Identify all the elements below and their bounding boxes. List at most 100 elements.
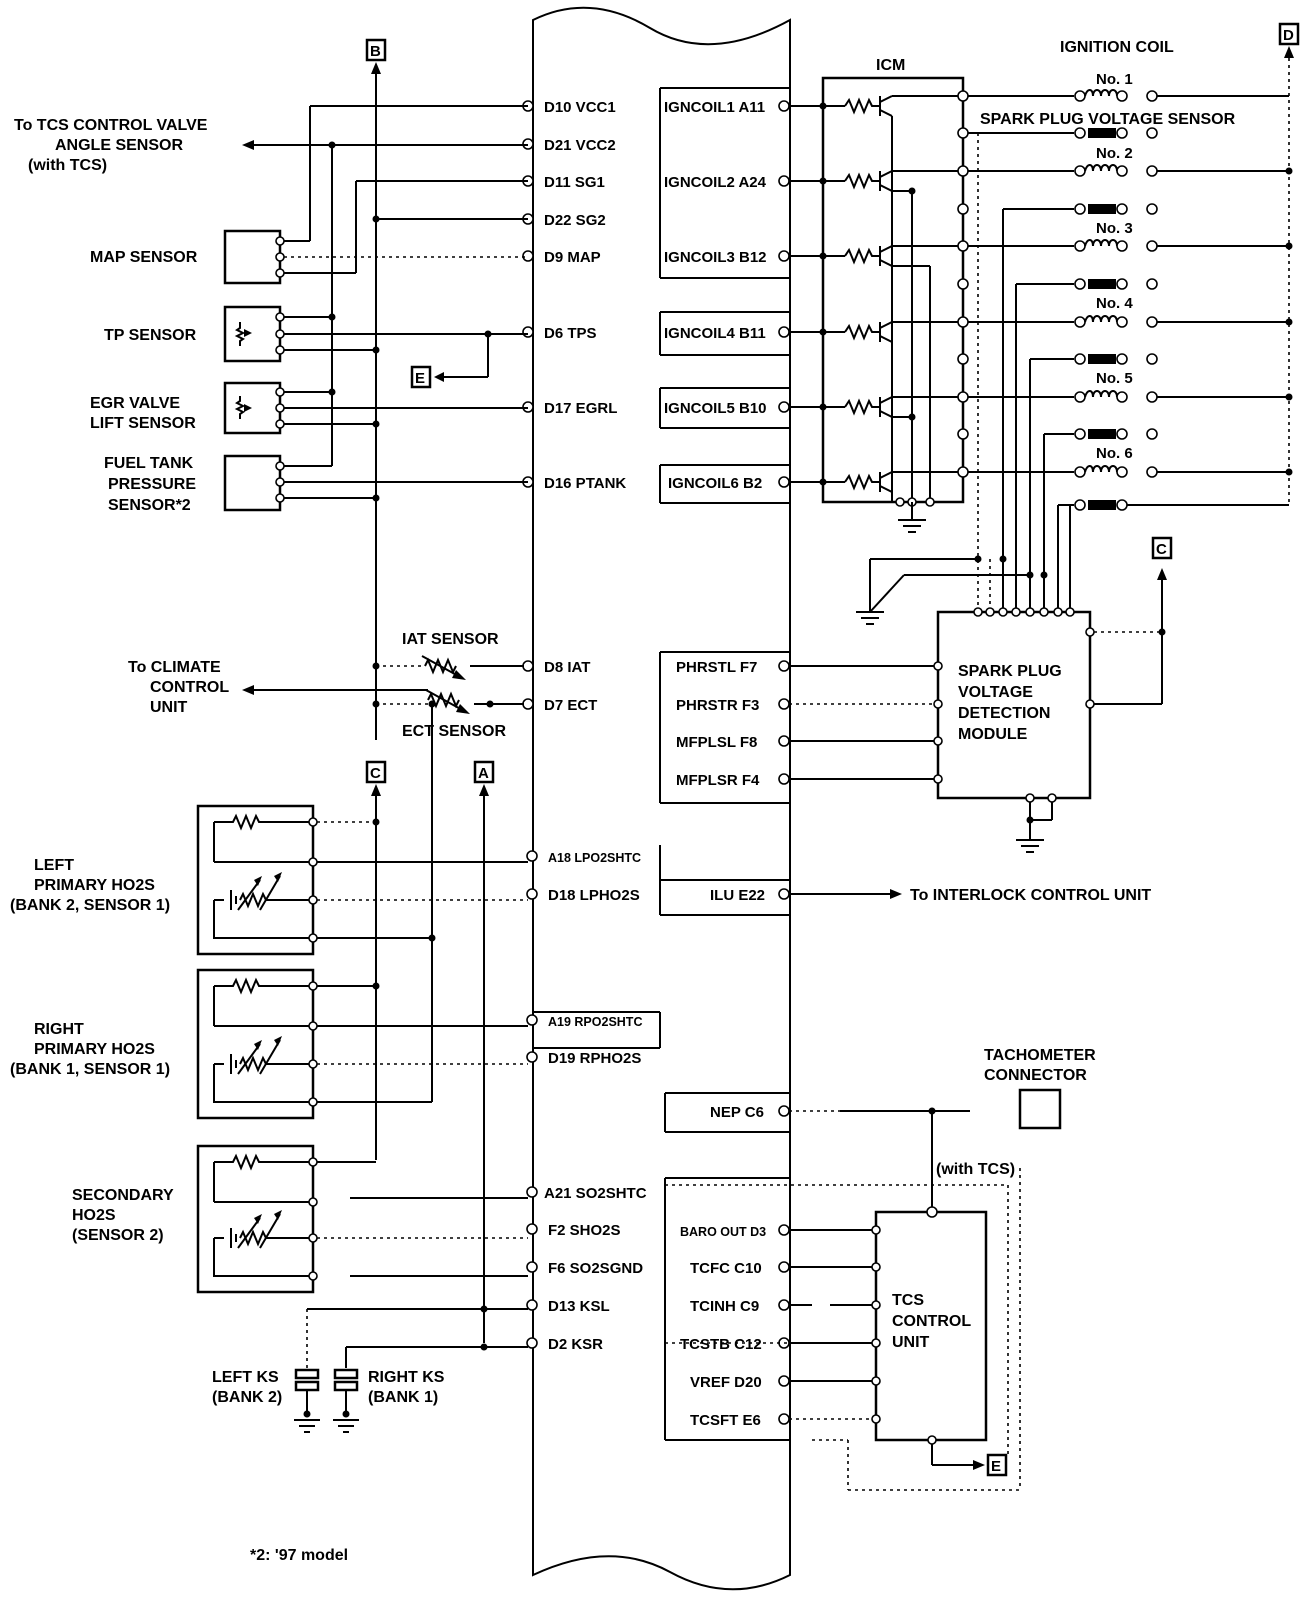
tcs-valve-destination: To TCS CONTROL VALVE ANGLE SENSOR (with … — [14, 117, 208, 174]
pin-d10: D10 VCC1 — [544, 99, 616, 116]
pin-d17: D17 EGRL — [544, 400, 617, 417]
left-ks-symbol — [294, 1368, 320, 1380]
ecm-right-table — [533, 87, 790, 1441]
module-top-terminals — [973, 607, 1075, 617]
tcs-control-unit-box — [874, 1210, 988, 1442]
svg-text:To TCS CONTROL VALVE: To TCS CONTROL VALVE — [14, 117, 208, 134]
ref-a-box — [473, 760, 495, 784]
coil-5-label: No. 5 — [1096, 370, 1133, 387]
map-sensor-label: MAP SENSOR — [90, 249, 198, 266]
ref-b-label: B — [370, 43, 381, 60]
left-ks-label: LEFT KS (BANK 2) — [212, 1369, 282, 1406]
svg-text:CONTROL: CONTROL — [892, 1313, 971, 1330]
ecm-left-pins: D10 VCC1 D21 VCC2 D11 SG1 D22 SG2 D9 MAP… — [544, 99, 647, 1353]
pin-d11: D11 SG1 — [544, 174, 605, 191]
tcs-control-unit-label: TCS CONTROL UNIT — [892, 1292, 971, 1351]
svg-text:UNIT: UNIT — [150, 699, 188, 716]
ref-c-right-box — [1151, 536, 1173, 560]
ecm-right-pins: IGNCOIL1 A11 IGNCOIL2 A24 IGNCOIL3 B12 I… — [664, 99, 767, 1429]
svg-text:PRIMARY HO2S: PRIMARY HO2S — [34, 877, 155, 894]
pin-e6: TCSFT E6 — [690, 1412, 761, 1429]
ftp-sensor-label-3: SENSOR*2 — [108, 497, 191, 514]
svg-text:SECONDARY: SECONDARY — [72, 1187, 174, 1204]
tp-sensor-box — [223, 305, 282, 363]
ref-d-box — [1278, 22, 1300, 46]
ref-e-bottom-box — [986, 1453, 1008, 1477]
svg-text:TACHOMETER: TACHOMETER — [984, 1047, 1096, 1064]
pin-a19: A19 RPO2SHTC — [548, 1015, 642, 1029]
pin-b10: IGNCOIL5 B10 — [664, 400, 767, 417]
pin-c6: NEP C6 — [710, 1104, 764, 1121]
svg-text:HO2S: HO2S — [72, 1207, 116, 1224]
ref-e-box — [410, 365, 432, 389]
pin-f6: F6 SO2SGND — [548, 1260, 643, 1277]
coil-3-label: No. 3 — [1096, 220, 1133, 237]
module-label-4: MODULE — [958, 726, 1028, 743]
egr-sensor-box — [223, 381, 282, 435]
pin-b12: IGNCOIL3 B12 — [664, 249, 767, 266]
ref-e-bottom-label: E — [991, 1458, 1001, 1475]
pin-b11: IGNCOIL4 B11 — [664, 325, 766, 342]
pin-d2: D2 KSR — [548, 1336, 603, 1353]
svg-text:(BANK 1): (BANK 1) — [368, 1389, 438, 1406]
ref-c-left-box — [365, 760, 387, 784]
iat-sensor-label: IAT SENSOR — [402, 631, 499, 648]
pin-d6: D6 TPS — [544, 325, 597, 342]
icm-label: ICM — [876, 57, 905, 74]
tp-sensor-label: TP SENSOR — [104, 327, 197, 344]
svg-text:(BANK 1, SENSOR 1): (BANK 1, SENSOR 1) — [10, 1061, 170, 1078]
climate-destination: To CLIMATE CONTROL UNIT — [128, 659, 229, 716]
coil-1-label: No. 1 — [1096, 71, 1133, 88]
svg-text:To CLIMATE: To CLIMATE — [128, 659, 221, 676]
svg-text:TCS: TCS — [892, 1292, 924, 1309]
svg-text:CONNECTOR: CONNECTOR — [984, 1067, 1087, 1084]
pin-d9: D9 MAP — [544, 249, 601, 266]
egr-sensor-label-1: EGR VALVE — [90, 395, 180, 412]
pin-b2: IGNCOIL6 B2 — [668, 475, 762, 492]
right-ks-label: RIGHT KS (BANK 1) — [368, 1369, 445, 1406]
ref-d-label: D — [1283, 27, 1294, 44]
ecm-left-terminals — [522, 100, 538, 1349]
ref-c-right-label: C — [1156, 541, 1167, 558]
ftp-sensor-label-1: FUEL TANK — [104, 455, 194, 472]
pin-d19: D19 RPHO2S — [548, 1050, 641, 1067]
module-label-3: DETECTION — [958, 705, 1050, 722]
ect-sensor-label: ECT SENSOR — [402, 723, 506, 740]
pin-d3: BARO OUT D3 — [680, 1225, 766, 1239]
pin-f3: PHRSTR F3 — [676, 697, 759, 714]
svg-text:RIGHT: RIGHT — [34, 1021, 84, 1038]
svg-text:RIGHT KS: RIGHT KS — [368, 1369, 445, 1386]
icm-drivers — [789, 95, 963, 507]
map-sensor-box — [223, 229, 282, 285]
tcs-terminals — [871, 1225, 937, 1445]
svg-text:PRIMARY HO2S: PRIMARY HO2S — [34, 1041, 155, 1058]
ecm-right-terminals — [778, 100, 790, 1425]
pin-f7: PHRSTL F7 — [676, 659, 757, 676]
pin-a18: A18 LPO2SHTC — [548, 851, 641, 865]
pin-d18: D18 LPHO2S — [548, 887, 640, 904]
ref-c-left-label: C — [370, 765, 381, 782]
pin-a21: A21 SO2SHTC — [544, 1185, 647, 1202]
pin-d7: D7 ECT — [544, 697, 597, 714]
ftp-sensor-label-2: PRESSURE — [108, 476, 196, 493]
svg-text:UNIT: UNIT — [892, 1334, 930, 1351]
ecm-connector-body — [532, 6, 791, 1591]
coil-2-label: No. 2 — [1096, 145, 1133, 162]
svg-text:LEFT: LEFT — [34, 857, 74, 874]
pin-d22: D22 SG2 — [544, 212, 606, 229]
ref-e-label: E — [415, 370, 425, 387]
footnote: *2: '97 model — [250, 1547, 348, 1564]
pin-d20: VREF D20 — [690, 1374, 762, 1391]
spark-sensor-wires — [968, 132, 1071, 612]
ref-b-box — [365, 38, 387, 62]
coil-6-label: No. 6 — [1096, 445, 1133, 462]
with-tcs-label: (with TCS) — [936, 1161, 1015, 1178]
spark-plug-voltage-sensor-label: SPARK PLUG VOLTAGE SENSOR — [980, 111, 1236, 128]
tachometer-connector-box — [1018, 1088, 1062, 1130]
pin-d8: D8 IAT — [544, 659, 590, 676]
pin-d21: D21 VCC2 — [544, 137, 616, 154]
secondary-ho2s-label: SECONDARY HO2S (SENSOR 2) — [72, 1187, 174, 1244]
pin-a11: IGNCOIL1 A11 — [664, 99, 765, 116]
module-label-2: VOLTAGE — [958, 684, 1033, 701]
